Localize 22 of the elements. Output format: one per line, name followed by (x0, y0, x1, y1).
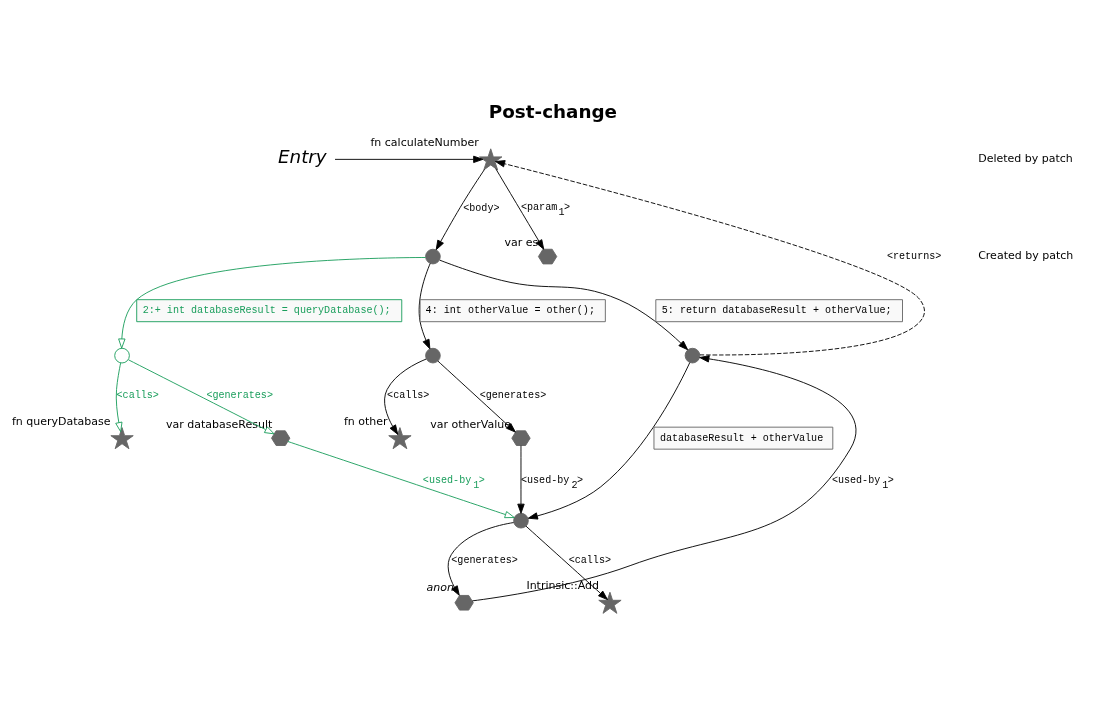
edge-label: <generates> (206, 389, 273, 401)
edge-label: <returns> (886, 250, 942, 262)
edge-label: <calls> (568, 554, 612, 566)
node-label: fn other (343, 414, 388, 427)
edge-label: <calls> (387, 389, 430, 401)
edge-label: 5: return databaseResult + otherValue; (661, 304, 892, 316)
node-label: var otherValue (430, 417, 511, 431)
diagram-title: Post-change (488, 100, 618, 122)
legend-label: Created by patch (978, 248, 1074, 262)
node-label: fn calculateNumber (370, 135, 479, 149)
node-text: Entry (277, 145, 327, 167)
edge-label: 4: int otherValue = other(); (425, 304, 595, 316)
node-label: anon (426, 580, 454, 594)
edge-label: <calls> (116, 389, 159, 401)
edge-label: <body> (463, 202, 500, 214)
edge-label: <generates> (451, 554, 518, 566)
node-label: var es (504, 235, 539, 249)
edge-label: 2:+ int databaseResult = queryDatabase(); (142, 304, 391, 316)
edge-label: databaseResult + otherValue (659, 432, 824, 444)
node-label: fn queryDatabase (11, 414, 111, 427)
edge-label: <generates> (479, 389, 547, 401)
legend-label: Deleted by patch (978, 151, 1073, 165)
